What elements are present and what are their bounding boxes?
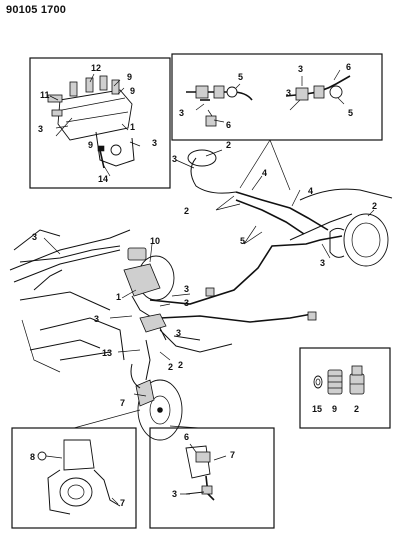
callout-tr-7: 6 <box>226 120 231 130</box>
diagram-code: 90105 1700 <box>6 4 67 16</box>
callout-main-1: 2 <box>226 140 231 150</box>
callout-main-17: 2 <box>168 362 173 372</box>
callout-main-3: 4 <box>262 168 267 178</box>
callout-main-11: 3 <box>184 284 189 294</box>
callout-br-1: 15 <box>312 404 322 414</box>
callout-tl-6: 1 <box>130 122 135 132</box>
callout-tl-7: 3 <box>152 138 157 148</box>
inset-caliper-detail <box>11 427 137 529</box>
callout-bl-1: 8 <box>30 452 35 462</box>
callout-main-16: 13 <box>102 348 112 358</box>
callout-main-12: 1 <box>116 292 121 302</box>
callout-main-8: 5 <box>240 236 245 246</box>
callout-tr-1: 3 <box>179 108 184 118</box>
callout-br-3: 2 <box>354 404 359 414</box>
callout-main-14: 3 <box>94 314 99 324</box>
callout-tl-4: 9 <box>130 86 135 96</box>
callout-main-10: 10 <box>150 236 160 246</box>
callout-tl-2: 9 <box>127 72 132 82</box>
inset-proportioning-valve <box>29 57 171 189</box>
callout-bm-3: 3 <box>172 489 177 499</box>
callout-main-7: 3 <box>32 232 37 242</box>
callout-main-5: 2 <box>372 201 377 211</box>
callout-main-13: 3 <box>184 298 189 308</box>
inset-fittings <box>299 347 391 429</box>
callout-tl-5: 3 <box>38 124 43 134</box>
callout-main-2: 3 <box>172 154 177 164</box>
callout-tl-3: 11 <box>40 90 50 100</box>
callout-tr-5: 5 <box>348 108 353 118</box>
callout-bm-2: 7 <box>230 450 235 460</box>
callout-tr-6: 3 <box>286 88 291 98</box>
callout-tl-9: 14 <box>98 174 108 184</box>
callout-bl-2: 7 <box>120 498 125 508</box>
callout-main-6: 2 <box>184 206 189 216</box>
callout-main-19: 2 <box>178 360 183 370</box>
callout-main-18: 7 <box>120 398 125 408</box>
callout-main-4: 4 <box>308 186 313 196</box>
callout-tl-8: 9 <box>88 140 93 150</box>
callout-tl-1: 12 <box>91 63 101 73</box>
callout-bm-1: 6 <box>184 432 189 442</box>
callout-main-9: 3 <box>320 258 325 268</box>
callout-br-2: 9 <box>332 404 337 414</box>
main-brake-assembly <box>9 149 393 441</box>
callout-tr-4: 6 <box>346 62 351 72</box>
callout-tr-2: 5 <box>238 72 243 82</box>
inset-hose-bracket <box>149 427 275 529</box>
callout-tr-3: 3 <box>298 64 303 74</box>
callout-main-15: 3 <box>176 328 181 338</box>
inset-line-connectors <box>171 53 383 141</box>
